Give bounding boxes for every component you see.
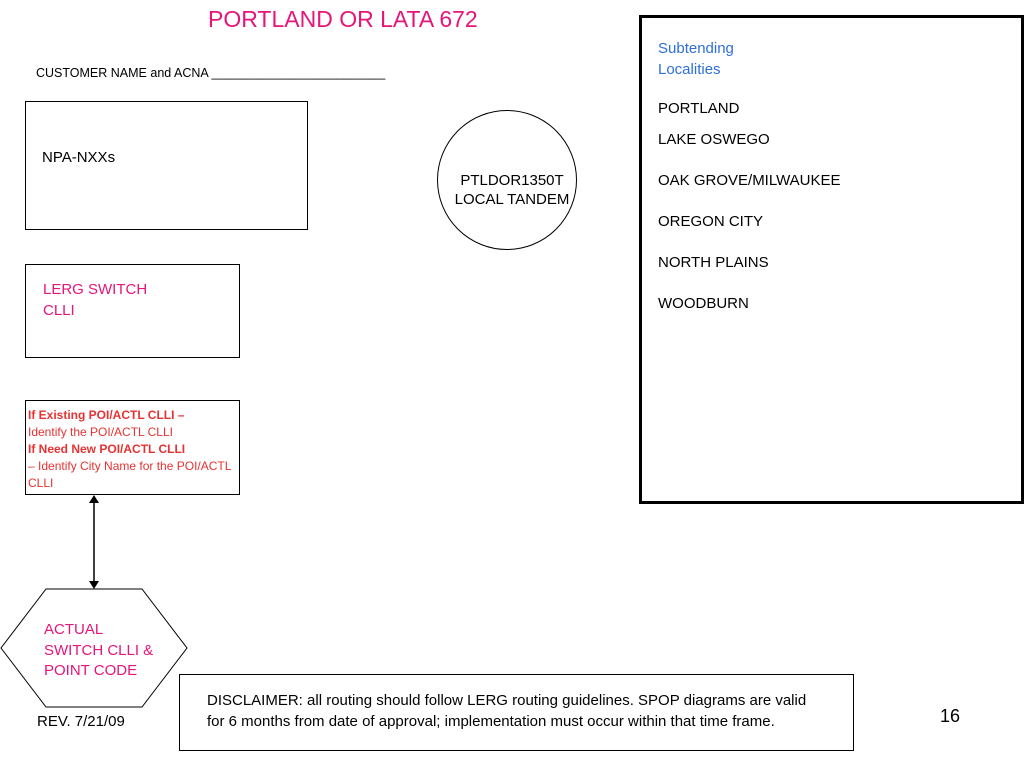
disclaimer-text: DISCLAIMER: all routing should follow LE… [207, 692, 807, 730]
poi-new-heading: If Need New POI/ACTL CLLI [28, 442, 186, 456]
subtending-title-line-1: Subtending [658, 40, 734, 57]
locality-item: LAKE OSWEGO [658, 131, 770, 148]
actual-switch-label: ACTUAL SWITCH CLLI & POINT CODE [44, 620, 153, 682]
lerg-switch-box [25, 264, 240, 358]
locality-item: PORTLAND [658, 100, 740, 117]
page-title: PORTLAND OR LATA 672 [208, 6, 478, 32]
lerg-switch-label: LERG SWITCH CLLI [43, 279, 147, 321]
subtending-title-line-2: Localities [658, 61, 721, 78]
page-number: 16 [940, 706, 961, 726]
poi-new-text: – Identify City Name for the POI/ACTL CL… [28, 459, 231, 490]
subtending-localities-title: Subtending Localities [658, 38, 734, 80]
lerg-line-1: LERG SWITCH [43, 281, 148, 298]
lerg-line-2: CLLI [43, 302, 75, 319]
poi-to-switch-connector [89, 495, 99, 589]
poi-existing-text: Identify the POI/ACTL CLLI [28, 425, 173, 439]
locality-item: NORTH PLAINS [658, 254, 769, 271]
local-tandem-label: PTLDOR1350T LOCAL TANDEM [437, 171, 587, 209]
customer-name-line: CUSTOMER NAME and ACNA _________________… [36, 66, 386, 80]
npa-nxx-box [25, 101, 308, 230]
actual-switch-line-2: SWITCH CLLI & [44, 641, 154, 659]
npa-nxx-label: NPA-NXXs [42, 149, 116, 166]
actual-switch-line-1: ACTUAL [44, 621, 104, 638]
disclaimer-box [179, 674, 854, 751]
tandem-type: LOCAL TANDEM [454, 191, 570, 208]
revision-date: REV. 7/21/09 [37, 713, 125, 730]
actual-switch-line-3: POINT CODE [44, 662, 138, 679]
local-tandem-node [437, 110, 577, 250]
subtending-localities-panel [639, 15, 1024, 504]
locality-item: OAK GROVE/MILWAUKEE [658, 172, 841, 189]
locality-item: OREGON CITY [658, 213, 764, 230]
tandem-clli: PTLDOR1350T [460, 172, 564, 189]
poi-existing-heading: If Existing POI/ACTL CLLI – [28, 408, 185, 422]
locality-item: WOODBURN [658, 295, 749, 312]
poi-actl-box: If Existing POI/ACTL CLLI – Identify the… [25, 400, 240, 495]
actual-switch-hexagon [0, 588, 188, 708]
